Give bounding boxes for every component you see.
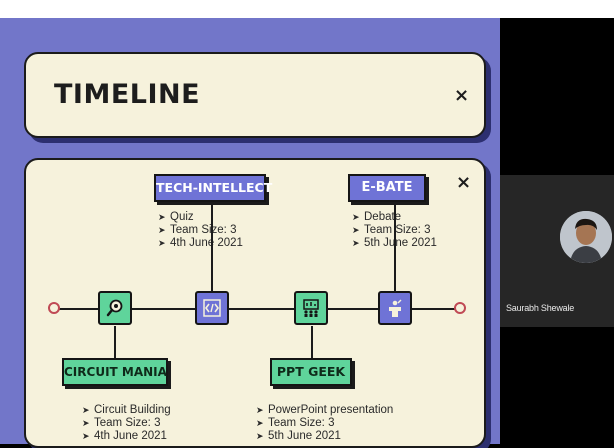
bullet-arrow-icon: ➤ (82, 405, 90, 415)
presentation-icon (303, 299, 319, 317)
bullet-arrow-icon: ➤ (158, 238, 166, 248)
bullet-arrow-icon: ➤ (352, 225, 360, 235)
bullet-arrow-icon: ➤ (256, 418, 264, 428)
timeline-panel: × TECH-INTELLECT E-BATE ➤Quiz ➤Team Size… (24, 158, 486, 448)
event-label-ppt-geek: PPT GEEK (270, 358, 352, 386)
event-details-e-bate: ➤Debate ➤Team Size: 3 ➤5th June 2021 (352, 211, 437, 250)
timeline-line (56, 308, 456, 310)
detail-item: ➤Circuit Building (82, 404, 171, 416)
detail-item: ➤Debate (352, 211, 402, 223)
detail-item: ➤4th June 2021 (82, 430, 167, 442)
connector-line (211, 202, 213, 292)
bullet-arrow-icon: ➤ (158, 212, 166, 222)
detail-item: ➤Team Size: 3 (256, 417, 335, 429)
bullet-arrow-icon: ➤ (82, 431, 90, 441)
node-tech-intellect (195, 291, 229, 325)
connector-line (114, 326, 116, 358)
participant-name: Saurabh Shewale (506, 303, 575, 313)
node-e-bate (378, 291, 412, 325)
bullet-arrow-icon: ➤ (158, 225, 166, 235)
bullet-arrow-icon: ➤ (352, 238, 360, 248)
bullet-arrow-icon: ➤ (256, 431, 264, 441)
user-avatar-icon (560, 211, 612, 263)
participant-video-tile[interactable]: Saurabh Shewale (500, 175, 614, 327)
close-icon[interactable]: × (456, 172, 472, 193)
event-label-tech-intellect: TECH-INTELLECT (154, 174, 272, 202)
detail-item: ➤Team Size: 3 (158, 224, 237, 236)
slide-title: TIMELINE (54, 79, 201, 110)
detail-item: ➤5th June 2021 (256, 430, 341, 442)
event-details-ppt-geek: ➤PowerPoint presentation ➤Team Size: 3 ➤… (256, 404, 393, 443)
presentation-slide: TIMELINE × × TECH-INTELLECT E-BATE ➤Quiz… (0, 18, 500, 448)
detail-item: ➤Quiz (158, 211, 194, 223)
detail-item: ➤Team Size: 3 (352, 224, 431, 236)
bullet-arrow-icon: ➤ (256, 405, 264, 415)
bullet-arrow-icon: ➤ (352, 212, 360, 222)
close-icon[interactable]: × (454, 85, 470, 106)
connector-line (394, 202, 396, 292)
magnifier-icon (106, 299, 123, 317)
detail-item: ➤5th June 2021 (352, 237, 437, 249)
event-details-circuit-mania: ➤Circuit Building ➤Team Size: 3 ➤4th Jun… (82, 404, 171, 443)
node-circuit-mania (98, 291, 132, 325)
timeline-start-dot (48, 302, 60, 314)
event-label-circuit-mania: CIRCUIT MANIA (62, 358, 168, 386)
window-top-strip (0, 0, 614, 18)
code-brackets-icon (203, 299, 221, 317)
event-label-e-bate: E-BATE (348, 174, 426, 202)
detail-item: ➤PowerPoint presentation (256, 404, 394, 416)
node-ppt-geek (294, 291, 328, 325)
connector-line (311, 326, 313, 358)
timeline-end-dot (454, 302, 466, 314)
detail-item: ➤4th June 2021 (158, 237, 243, 249)
bullet-arrow-icon: ➤ (82, 418, 90, 428)
event-details-tech-intellect: ➤Quiz ➤Team Size: 3 ➤4th June 2021 (158, 211, 243, 250)
detail-item: ➤Team Size: 3 (82, 417, 161, 429)
podium-icon (389, 299, 402, 317)
title-panel: TIMELINE × (24, 52, 486, 138)
